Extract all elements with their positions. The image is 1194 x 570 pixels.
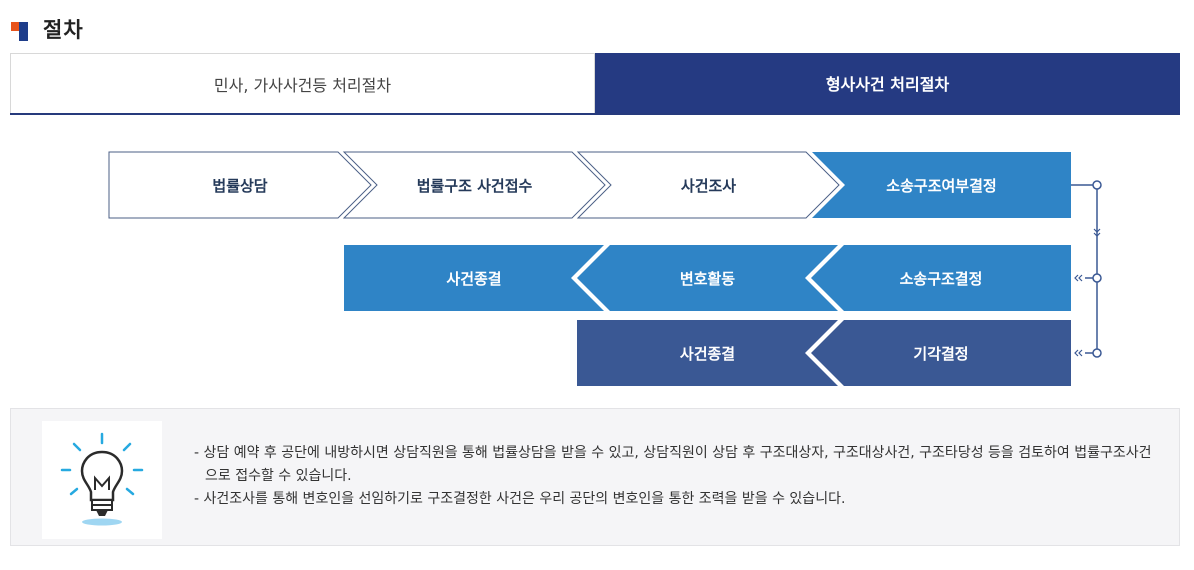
notice-text: - 상담 예약 후 공단에 내방하시면 상담직원을 통해 법률상담을 받을 수 … <box>194 442 1164 511</box>
flow-box-case-closed-2 <box>577 320 838 386</box>
flow-connector <box>1071 184 1098 354</box>
flow-connector-nodes <box>1092 180 1102 358</box>
flow-box-defense-activity <box>577 245 838 311</box>
flow-step-label: 사건조사 <box>680 176 737 195</box>
flow-step-label: 소송구조결정 <box>899 269 983 288</box>
flow-box-case-registration <box>342 151 606 219</box>
lightbulb-icon <box>60 432 144 526</box>
notice-box: - 상담 예약 후 공단에 내방하시면 상담직원을 통해 법률상담을 받을 수 … <box>10 408 1180 546</box>
procedure-flowchart: 법률상담 법률구조 사건접수 사건조사 소송구조여부결정 사건종결 변호활동 소… <box>108 151 1102 386</box>
flow-arrow-left-icon <box>1074 274 1083 357</box>
notice-line: - 상담 예약 후 공단에 내방하시면 상담직원을 통해 법률상담을 받을 수 … <box>194 445 1152 484</box>
flow-step-label: 사건종결 <box>679 344 736 363</box>
flow-step-label: 소송구조여부결정 <box>886 176 997 195</box>
notice-icon-box <box>42 421 162 539</box>
tab-civil-procedure[interactable]: 민사, 가사사건등 처리절차 <box>10 53 595 113</box>
flow-step-label: 법률상담 <box>212 176 268 195</box>
flow-step-label: 법률구조 사건접수 <box>416 176 533 195</box>
flow-step-label: 변호활동 <box>679 269 736 288</box>
tab-criminal-procedure[interactable]: 형사사건 처리절차 <box>595 53 1180 113</box>
flow-box-aid-granted <box>811 245 1071 311</box>
flow-box-case-investigation <box>576 151 840 219</box>
procedure-tabs: 민사, 가사사건등 처리절차 형사사건 처리절차 <box>10 53 1180 115</box>
section-header: 절차 <box>11 14 84 44</box>
flowchart-shapes <box>108 151 1102 386</box>
flow-arrow-down-icon <box>1093 228 1101 237</box>
flow-box-dismissal <box>811 320 1071 386</box>
flow-box-case-closed-1 <box>344 245 604 311</box>
flow-box-aid-decision-pending <box>812 152 1071 218</box>
section-title: 절차 <box>43 18 84 42</box>
flow-box-consultation <box>108 151 372 219</box>
flow-step-label: 기각결정 <box>913 344 969 363</box>
section-title-mark-icon <box>11 18 29 41</box>
notice-line: - 사건조사를 통해 변호인을 선임하기로 구조결정한 사건은 우리 공단의 변… <box>194 491 846 507</box>
flow-step-label: 사건종결 <box>446 269 502 288</box>
